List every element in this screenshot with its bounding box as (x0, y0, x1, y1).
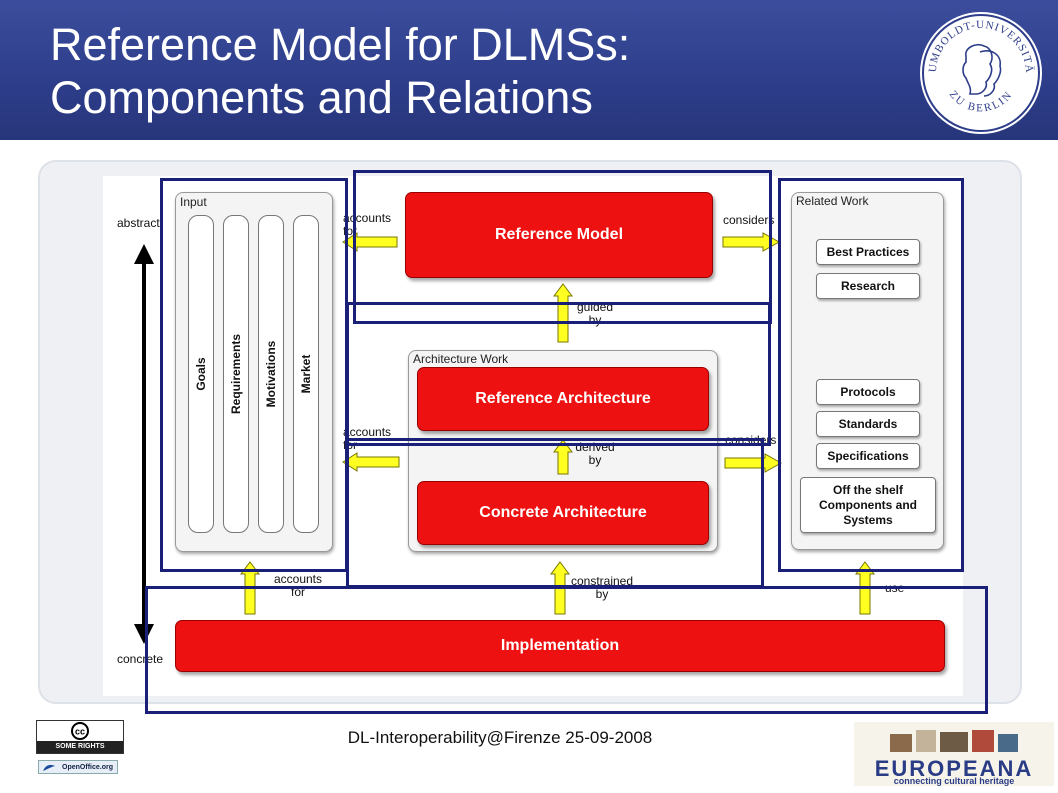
arrow-right-icon (724, 453, 783, 473)
openoffice-gull-icon (43, 764, 55, 771)
input-panel: Input Goals Requirements Motivations Mar… (175, 192, 333, 552)
title-line-1: Reference Model for DLMSs: (50, 19, 631, 70)
scale-concrete-label: concrete (117, 652, 164, 666)
related-off-the-shelf: Off the shelf Components and Systems (800, 477, 936, 533)
highlight-related-work (778, 178, 964, 572)
input-column-goals: Goals (188, 215, 214, 533)
scale-abstract-label: abstract (117, 216, 160, 230)
arrow-up-icon (553, 439, 573, 475)
input-column-requirements: Requirements (223, 215, 249, 533)
cc-icon: cc (71, 722, 89, 740)
label-considers-1: considers (723, 213, 775, 227)
related-specifications: Specifications (816, 443, 920, 469)
svg-text:HUMBOLDT-UNIVERSITÄT: HUMBOLDT-UNIVERSITÄT (920, 12, 1035, 74)
concrete-architecture-box: Concrete Architecture (417, 481, 709, 545)
creative-commons-badge[interactable]: cc SOME RIGHTS RESERVED (36, 720, 124, 762)
input-column-motivations: Motivations (258, 215, 284, 533)
svg-text:cc: cc (75, 727, 85, 737)
openoffice-badge[interactable]: OpenOffice.org (38, 760, 118, 774)
reference-model-diagram: abstract concrete Input Goals Requiremen… (103, 176, 963, 696)
highlight-input (160, 178, 348, 572)
highlight-reference-model (353, 170, 772, 324)
arrow-left-icon (342, 452, 400, 472)
europeana-logo: EUROPEANA connecting cultural heritage (854, 722, 1054, 786)
highlight-reference-architecture (346, 302, 771, 446)
reference-model-box: Reference Model (405, 192, 713, 278)
title-line-2: Components and Relations (50, 72, 593, 123)
seal-emblem-icon: HUMBOLDT-UNIVERSITÄT ZU BERLIN (916, 3, 1040, 132)
reference-architecture-box: Reference Architecture (417, 367, 709, 431)
label-constrained-by: constrained by (570, 574, 634, 601)
arrow-up-icon (553, 283, 573, 343)
footer-text: DL-Interoperability@Firenze 25-09-2008 (347, 728, 653, 747)
abstraction-double-arrow-icon (134, 244, 154, 644)
input-column-market: Market (293, 215, 319, 533)
implementation-box: Implementation (175, 620, 945, 672)
related-protocols: Protocols (816, 379, 920, 405)
europeana-wordmark: EUROPEANA (874, 756, 1034, 781)
seal-text-top: HUMBOLDT-UNIVERSITÄT (916, 3, 1035, 74)
related-work-panel: Related Work Best Practices Research Pro… (791, 192, 944, 550)
related-work-label: Related Work (796, 194, 869, 208)
europeana-images-icon (890, 730, 1018, 752)
university-seal: HUMBOLDT-UNIVERSITÄT ZU BERLIN (916, 3, 1042, 134)
input-panel-label: Input (180, 195, 207, 209)
slide-title: Reference Model for DLMSs: Components an… (50, 18, 900, 124)
related-best-practices: Best Practices (816, 239, 920, 265)
cc-badge-text: SOME RIGHTS RESERVED (37, 741, 123, 762)
related-standards: Standards (816, 411, 920, 437)
related-research: Research (816, 273, 920, 299)
openoffice-badge-text: OpenOffice.org (62, 764, 113, 771)
highlight-implementation (145, 586, 988, 714)
arrow-left-icon (342, 232, 398, 252)
slide-header (0, 0, 1058, 140)
highlight-concrete-architecture (346, 438, 764, 588)
architecture-work-label: Architecture Work (413, 352, 509, 366)
europeana-tagline: connecting cultural heritage (893, 776, 1015, 786)
